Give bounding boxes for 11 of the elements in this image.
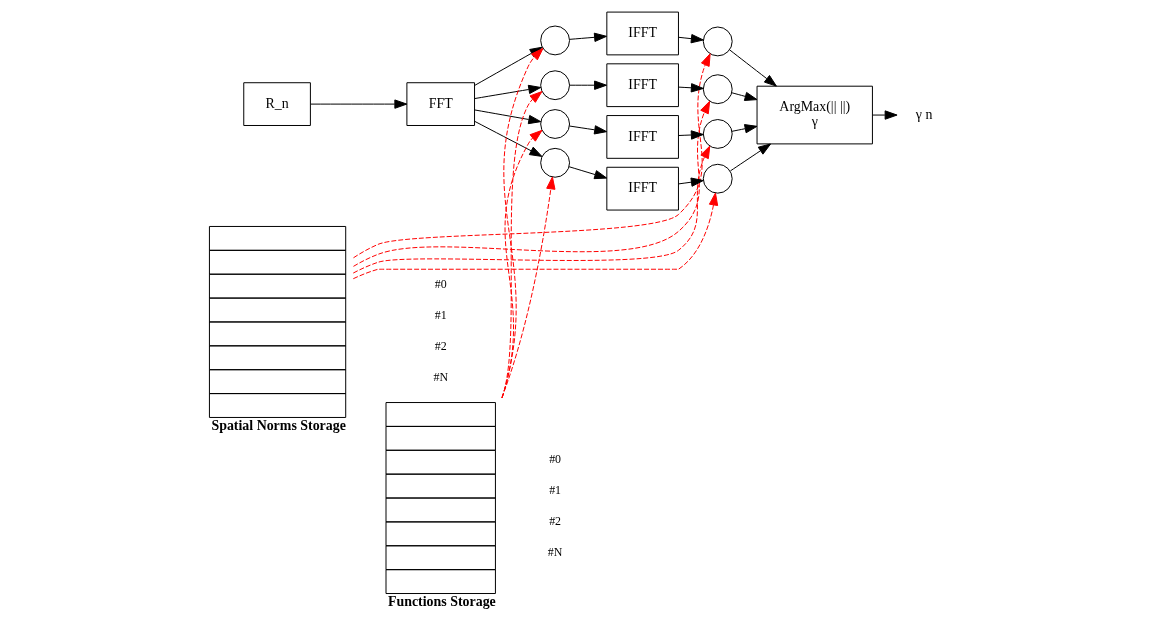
node-label: Spatial Norms Storage	[211, 417, 346, 433]
node-text: γ n	[915, 106, 933, 122]
label: #N	[433, 369, 448, 384]
label: #N	[547, 544, 563, 559]
label: #1	[434, 308, 447, 323]
label: #0	[434, 277, 447, 292]
label: #2	[549, 513, 562, 528]
node-label: Functions Storage	[387, 593, 496, 609]
label: #1	[549, 483, 562, 498]
label: #0	[549, 452, 562, 467]
label: #2	[434, 338, 447, 353]
